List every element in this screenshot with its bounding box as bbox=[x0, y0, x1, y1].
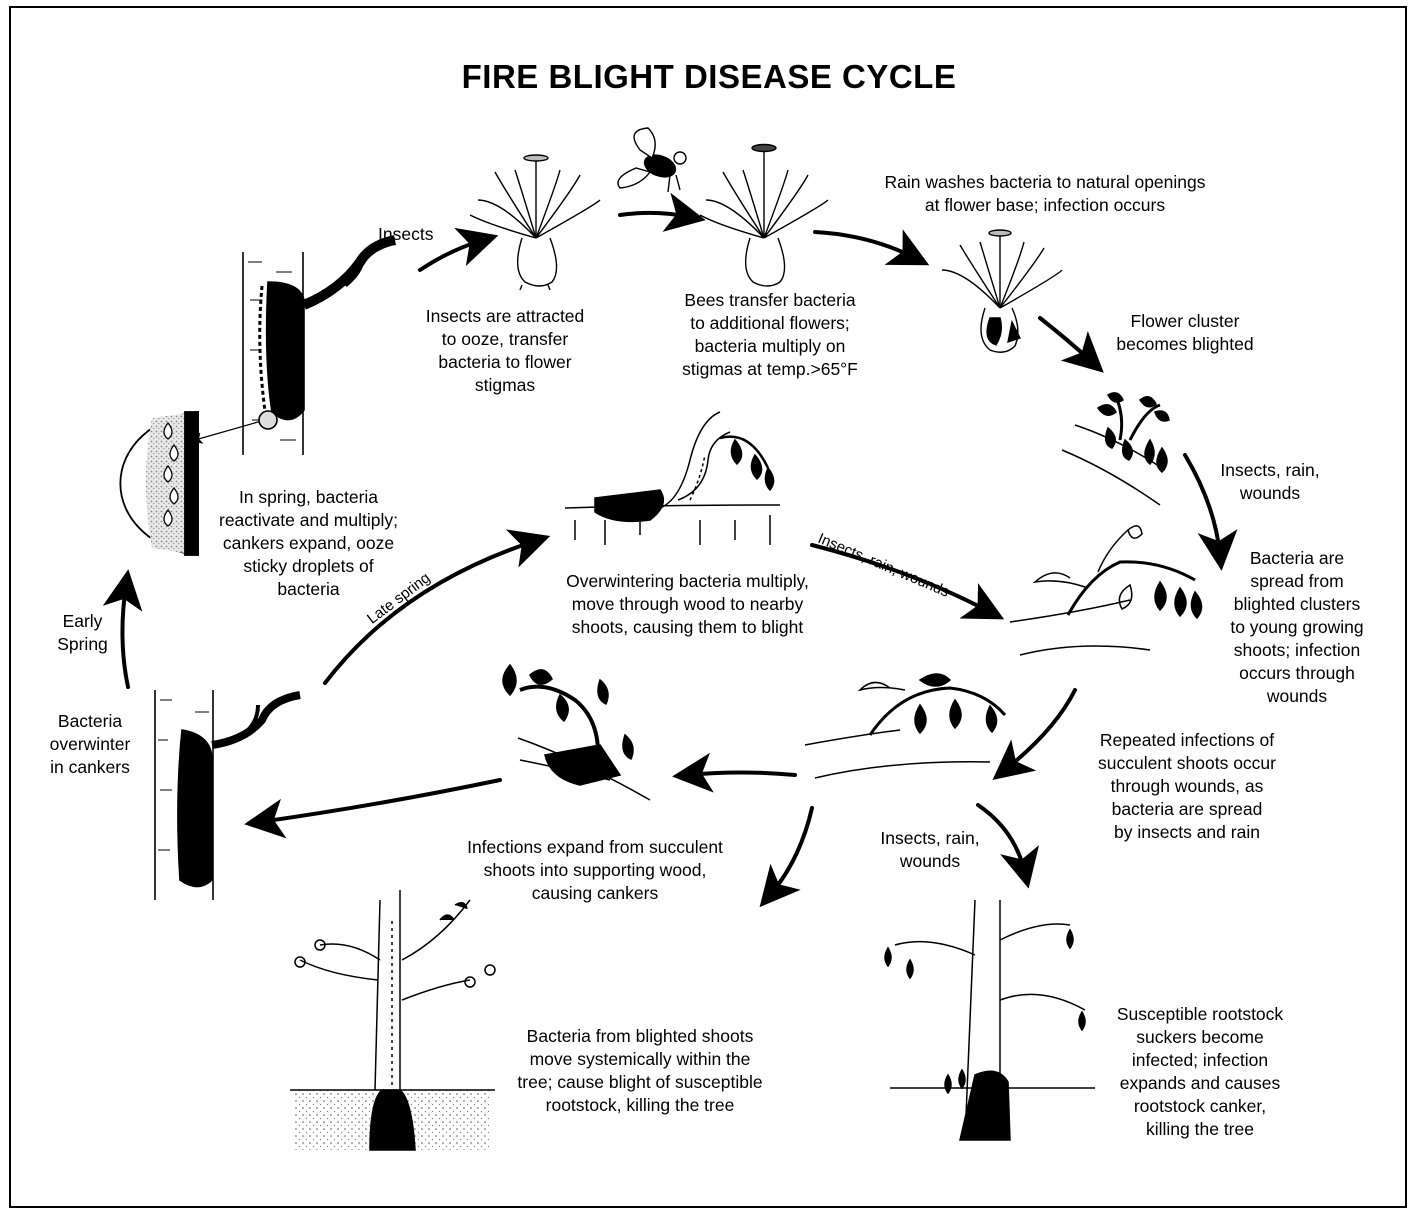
flower-3-infected bbox=[941, 229, 1063, 353]
label-insects: Insects bbox=[378, 224, 434, 244]
arrow-to-systemic-tree bbox=[759, 806, 814, 908]
arrow-shoot-to-repeated bbox=[992, 688, 1077, 780]
overwinter-canker-trunk bbox=[154, 690, 301, 900]
canker-trunk-top bbox=[190, 235, 397, 455]
label-infections-expand: Infections expand from succulent shoots … bbox=[467, 837, 723, 903]
arrow-repeated-to-branch bbox=[672, 752, 797, 793]
arrow-flower-to-infected-flower bbox=[813, 229, 930, 266]
label-bacteria-overwinter: Bacteria overwinter in cankers bbox=[49, 711, 131, 777]
label-insects-attracted: Insects are attracted to ooze, transfer … bbox=[425, 306, 585, 395]
label-bacteria-systemic: Bacteria from blighted shoots move syste… bbox=[517, 1026, 763, 1115]
arrow-overwinter-to-shoot bbox=[810, 543, 1005, 620]
label-in-spring: In spring, bacteria reactivate and multi… bbox=[219, 487, 398, 599]
repeated-infection-shoot bbox=[804, 673, 1007, 779]
diagram-frame bbox=[9, 6, 1407, 1208]
label-bacteria-spread: Bacteria are spread from blighted cluste… bbox=[1230, 548, 1364, 706]
label-insects-rain-wounds-right: Insects, rain, wounds bbox=[1220, 460, 1320, 503]
arrow-canker-to-flower bbox=[418, 227, 499, 272]
label-insects-rain-wounds-bottom: Insects, rain, wounds bbox=[880, 828, 980, 871]
label-susceptible-rootstock: Susceptible rootstock suckers become inf… bbox=[1116, 1004, 1284, 1139]
ooze-magnified-circle bbox=[119, 411, 199, 556]
flower-2 bbox=[699, 143, 829, 287]
diagram-title: FIRE BLIGHT DISEASE CYCLE bbox=[461, 58, 957, 95]
label-early-spring: Early Spring bbox=[57, 611, 108, 654]
label-bees-transfer: Bees transfer bacteria to additional flo… bbox=[682, 290, 858, 379]
arrow-flower-to-flower bbox=[618, 192, 706, 232]
systemic-blight-tree bbox=[290, 890, 496, 1151]
young-growing-shoot bbox=[1009, 525, 1203, 656]
bee-illustration bbox=[617, 127, 687, 193]
label-flower-cluster: Flower cluster becomes blighted bbox=[1116, 311, 1254, 354]
canker-branch bbox=[502, 663, 651, 801]
overwintering-branch bbox=[564, 411, 781, 545]
blighted-flower-cluster bbox=[1061, 392, 1170, 506]
arrow-late-spring bbox=[323, 529, 551, 685]
flower-1 bbox=[469, 154, 601, 291]
arrow-infected-to-cluster bbox=[1038, 316, 1104, 373]
label-overwintering-multiply: Overwintering bacteria multiply, move th… bbox=[566, 571, 809, 637]
label-rain-washes: Rain washes bacteria to natural openings… bbox=[884, 172, 1206, 215]
arrow-cluster-to-shoot bbox=[1183, 453, 1238, 571]
cycle-arrows bbox=[102, 192, 1238, 908]
arrow-branch-to-trunk bbox=[244, 778, 502, 839]
rootstock-canker-tree bbox=[884, 899, 1095, 1141]
arrow-early-spring bbox=[102, 569, 143, 689]
arrow-to-rootstock-tree bbox=[976, 803, 1040, 889]
label-repeated-infections: Repeated infections of succulent shoots … bbox=[1097, 730, 1276, 842]
